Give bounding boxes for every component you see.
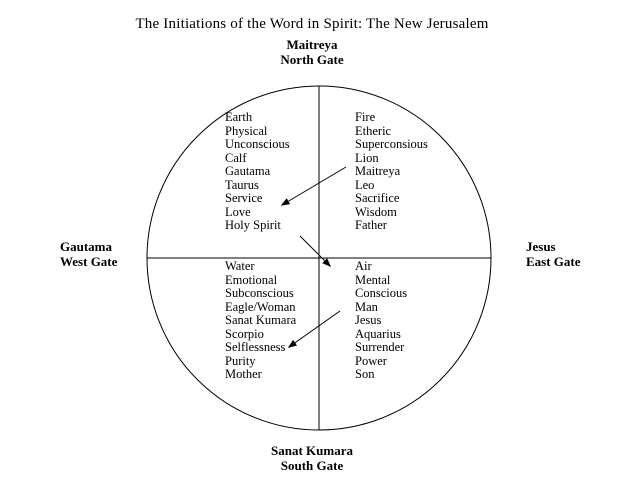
arrow-air-to-water (287, 310, 341, 348)
arrow-earth-to-air (299, 235, 332, 268)
gate-east: Jesus East Gate (526, 239, 581, 269)
list-item: Lion (355, 150, 379, 165)
arrow-fire-to-earth (280, 166, 347, 206)
page-title: The Initiations of the Word in Spirit: T… (135, 16, 489, 32)
gate-north-label: North Gate (280, 51, 344, 67)
gate-east-name: Jesus (526, 239, 556, 254)
list-item: Man (355, 299, 378, 314)
list-item: Subconscious (225, 286, 294, 300)
list-item: Sacrifice (355, 191, 400, 205)
list-item: Power (355, 353, 387, 368)
gate-north: Maitreya North Gate (0, 37, 624, 67)
list-item: Purity (225, 353, 256, 368)
list-item: Mother (225, 367, 262, 381)
list-item: Earth (225, 110, 253, 124)
list-item: Air (355, 259, 372, 273)
list-item: Love (225, 204, 251, 219)
list-item: Superconsious (355, 137, 428, 151)
list-item: Gautama (225, 164, 271, 178)
list-item: Scorpio (225, 326, 264, 341)
gate-west-label: West Gate (60, 253, 118, 269)
list-item: Fire (355, 110, 376, 124)
list-item: Leo (355, 177, 375, 192)
quadrant-air-list: Air Mental Conscious Man Jesus Aquarius … (355, 259, 408, 382)
list-item: Conscious (355, 286, 408, 300)
gate-north-name: Maitreya (286, 37, 338, 52)
list-item: Selflessness (225, 340, 286, 354)
list-item: Maitreya (355, 164, 401, 178)
quadrant-fire-list: Fire Etheric Superconsious Lion Maitreya… (355, 110, 428, 233)
list-item: Water (225, 259, 255, 273)
list-item: Emotional (225, 272, 278, 287)
list-item: Wisdom (355, 204, 397, 219)
list-item: Father (355, 218, 387, 232)
list-item: Mental (355, 272, 391, 287)
list-item: Aquarius (355, 326, 401, 341)
gate-south-label: South Gate (280, 457, 344, 473)
gate-east-label: East Gate (526, 253, 581, 269)
gate-west: Gautama West Gate (60, 239, 118, 269)
list-item: Service (225, 191, 263, 205)
list-item: Surrender (355, 340, 405, 354)
list-item: Taurus (225, 177, 259, 192)
quadrant-water-list: Water Emotional Subconscious Eagle/Woman… (225, 259, 297, 382)
list-item: Eagle/Woman (225, 299, 296, 314)
gate-west-name: Gautama (60, 239, 112, 254)
list-item: Jesus (355, 313, 382, 327)
list-item: Physical (225, 123, 268, 138)
quadrant-earth-list: Earth Physical Unconscious Calf Gautama … (225, 110, 290, 233)
list-item: Sanat Kumara (225, 313, 297, 327)
gate-south-name: Sanat Kumara (271, 443, 353, 458)
list-item: Unconscious (225, 137, 290, 151)
gate-south: Sanat Kumara South Gate (0, 443, 624, 473)
list-item: Etheric (355, 123, 392, 138)
list-item: Calf (225, 150, 247, 165)
list-item: Holy Spirit (225, 218, 281, 232)
list-item: Son (355, 367, 375, 381)
